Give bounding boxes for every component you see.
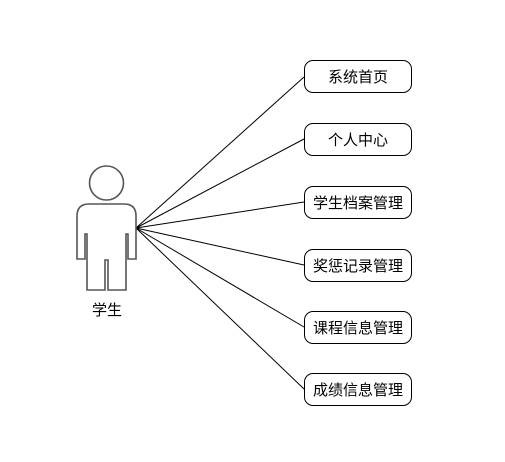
use-case-label: 系统首页: [327, 68, 388, 86]
use-case-grade-info-management[interactable]: 成绩信息管理: [304, 373, 412, 406]
use-case-student-archive-management[interactable]: 学生档案管理: [304, 186, 412, 219]
actor-figure-icon: [76, 165, 137, 291]
actor-label: 学生: [91, 301, 122, 319]
association-line-home: [135, 76, 305, 229]
use-case-home[interactable]: 系统首页: [304, 60, 412, 93]
use-case-label: 课程信息管理: [312, 319, 403, 337]
association-line-grade-info: [135, 227, 305, 390]
association-line-course-info: [135, 227, 305, 328]
use-case-label: 奖惩记录管理: [312, 257, 403, 275]
actor-body: [76, 203, 137, 291]
actor-head: [88, 165, 125, 201]
association-lines: [135, 76, 305, 390]
use-case-personal-center[interactable]: 个人中心: [304, 123, 412, 156]
use-case-label: 成绩信息管理: [312, 381, 403, 399]
use-case-course-info-management[interactable]: 课程信息管理: [304, 311, 412, 344]
association-line-reward-punishment: [135, 227, 305, 266]
association-line-student-archive: [135, 201, 305, 229]
use-case-label: 个人中心: [327, 131, 388, 149]
use-case-reward-punishment-management[interactable]: 奖惩记录管理: [304, 249, 412, 282]
use-case-label: 学生档案管理: [312, 194, 403, 212]
association-line-personal-center: [135, 138, 305, 229]
